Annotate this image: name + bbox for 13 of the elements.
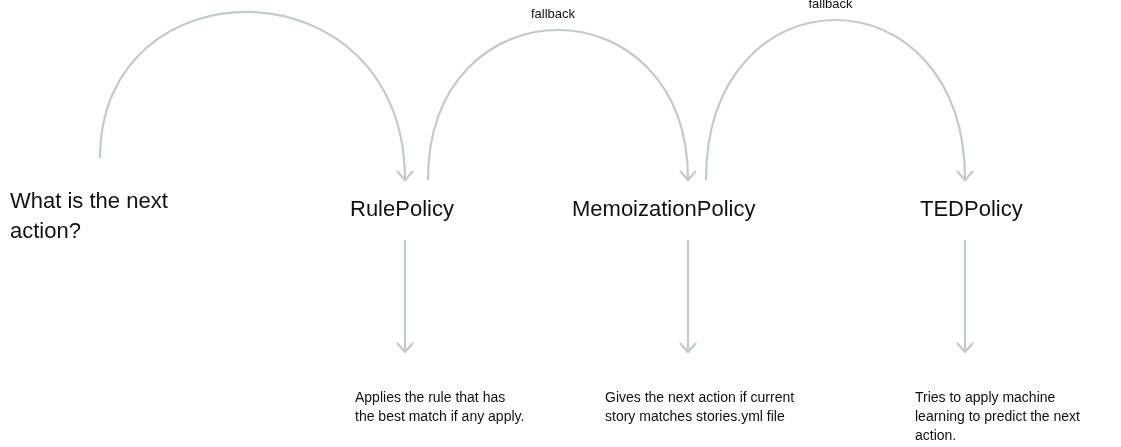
arrow [395,240,415,354]
question-text: What is the next action? [10,187,169,245]
policy-name: TEDPolicy [920,195,1023,223]
arrow [678,240,698,354]
description-text: Gives the next action if current story matches stories.yml file [605,388,796,426]
description-text: Tries to apply machine learning to predict the next action. [915,388,1081,445]
arrow [955,240,975,354]
arrow [98,10,413,182]
policy-name: MemoizationPolicy [572,195,756,223]
arrow [426,29,697,182]
description-text: Applies the rule that has the best match if any apply. [355,388,525,426]
policy-name: RulePolicy [350,195,454,223]
arrow [704,19,974,182]
